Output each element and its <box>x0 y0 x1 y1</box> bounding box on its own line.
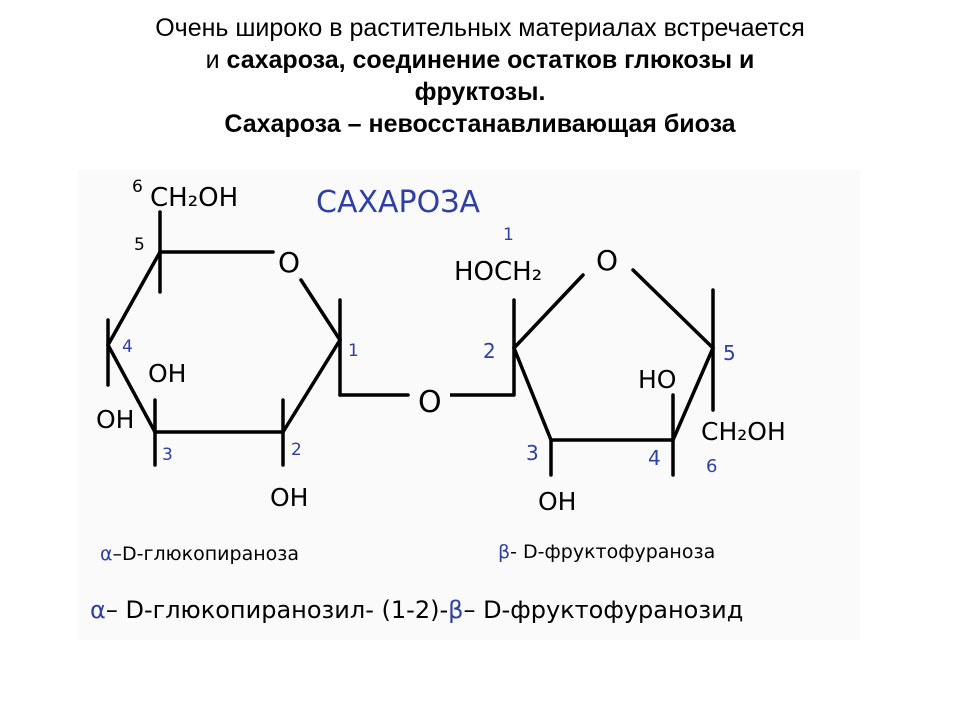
bond-c3-c4 <box>106 343 157 434</box>
fructofuranose-beta: β <box>498 541 510 563</box>
glucose-c6-number: 6 <box>132 177 143 197</box>
fructose-hoch2: HOCH₂ <box>454 257 542 287</box>
sucrose-svg: САХАРОЗА 6 CH₂OH 5 O 1 4 OH OH 3 2 OH O <box>78 170 860 640</box>
fructose-ring-o: O <box>596 244 618 277</box>
glucopyranose-alpha: α <box>100 543 113 565</box>
bond-c5-c4 <box>671 346 715 442</box>
fructose-c3-number: 3 <box>526 441 539 465</box>
systematic-beta: β <box>448 596 463 624</box>
glycosidic-bridge-o: O <box>418 385 442 420</box>
fructose-c2-number: 2 <box>483 339 496 363</box>
diagram-title: САХАРОЗА <box>316 185 480 220</box>
glucopyranose-rest: –D-глюкопираноза <box>113 543 299 565</box>
bond-c1-c2 <box>281 338 342 434</box>
sucrose-systematic-name: α– D-глюкопиранозил- (1-2)-β– D-фруктофу… <box>90 596 743 624</box>
heading-line-2: и сахароза, соединение остатков глюкозы … <box>40 44 920 76</box>
glucopyranose-name: α–D-глюкопираноза <box>100 543 299 565</box>
glucose-c5-number: 5 <box>134 235 145 255</box>
fructose-ring <box>512 268 715 477</box>
diagram-background <box>78 170 860 640</box>
heading-line-2-prefix: и <box>205 46 227 74</box>
glucose-c1-number: 1 <box>348 341 359 361</box>
fructose-ch2oh: CH₂OH <box>701 417 786 446</box>
glucose-oh-c4-up: OH <box>148 359 186 388</box>
sucrose-structure-diagram: САХАРОЗА 6 CH₂OH 5 O 1 4 OH OH 3 2 OH O <box>78 170 860 640</box>
heading-line-1: Очень широко в растительных материалах в… <box>155 14 805 42</box>
bond-o-c1 <box>299 278 342 342</box>
fructofuranose-name: β- D-фруктофураноза <box>498 541 715 563</box>
slide-heading: Очень широко в растительных материалах в… <box>40 12 920 140</box>
systematic-mid: – D-глюкопиранозил- (1-2)- <box>106 596 448 624</box>
glucose-c3-number: 3 <box>162 445 173 465</box>
heading-line-2-bold: сахароза, соединение остатков глюкозы и <box>226 46 755 74</box>
glucose-c4-number: 4 <box>122 337 133 357</box>
fructose-c5-number: 5 <box>723 341 736 365</box>
heading-line-3: фруктозы. <box>414 78 546 106</box>
glucose-ring <box>106 210 410 467</box>
bond-c3-c2 <box>512 346 553 442</box>
fructose-c1-number: 1 <box>503 225 514 245</box>
systematic-alpha: α <box>90 596 106 624</box>
glucose-oh-c4: OH <box>96 405 134 434</box>
fructose-c4-number: 4 <box>648 446 661 470</box>
glucose-ch2oh: CH₂OH <box>150 183 238 213</box>
glucose-ring-o: O <box>278 246 300 279</box>
bond-o-c5 <box>631 268 715 350</box>
fructose-c6-number: 6 <box>706 456 717 477</box>
systematic-end: – D-фруктофуранозид <box>463 596 743 624</box>
bond-c2-c1 <box>512 273 585 350</box>
glucose-oh-c2: OH <box>270 483 308 512</box>
heading-line-4: Сахароза – невосстанавливающая биоза <box>224 110 736 138</box>
fructofuranose-rest: - D-фруктофураноза <box>510 541 715 563</box>
fructose-ho-c4: HO <box>638 365 676 394</box>
fructose-oh-c3: OH <box>538 487 576 516</box>
bond-c4-c5 <box>106 250 162 347</box>
glucose-c2-number: 2 <box>291 440 302 460</box>
